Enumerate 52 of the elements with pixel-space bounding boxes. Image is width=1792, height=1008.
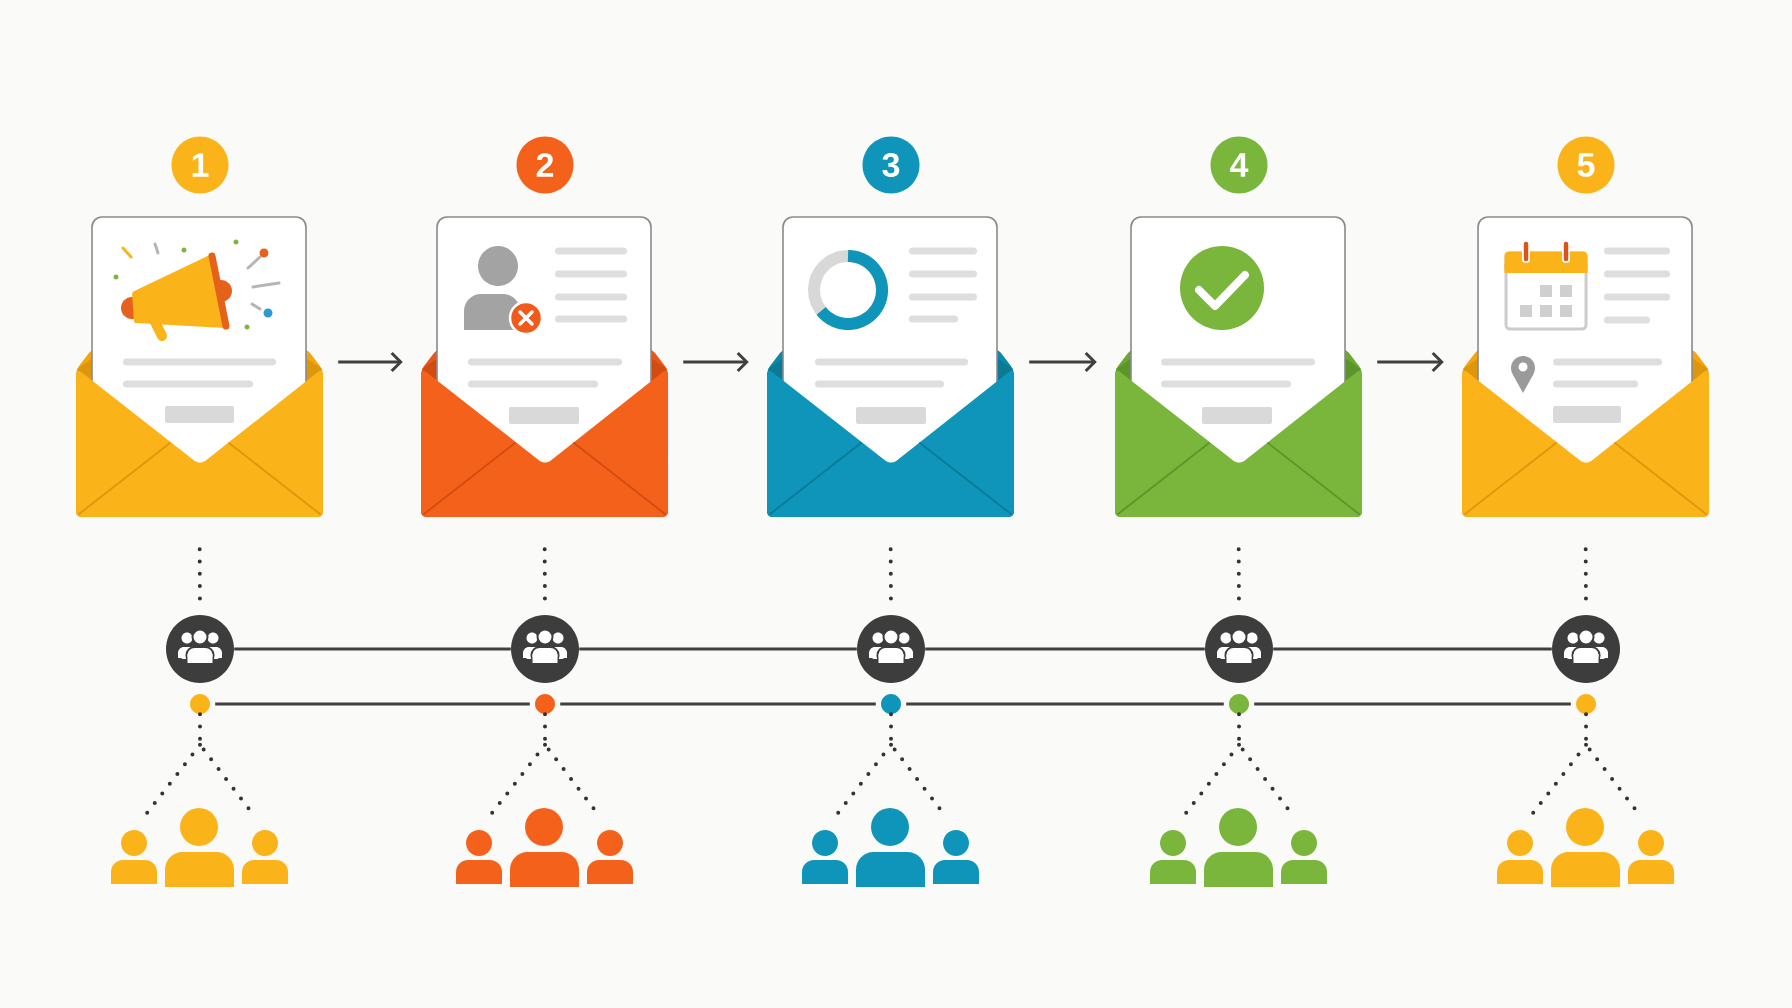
number-badge: 4 bbox=[1210, 136, 1268, 194]
envelope-illustration bbox=[767, 216, 1014, 517]
connector-line bbox=[1273, 647, 1552, 651]
arrow bbox=[1377, 351, 1444, 373]
person-icon bbox=[1628, 830, 1674, 884]
connector-line bbox=[234, 647, 511, 651]
person-icon bbox=[933, 830, 979, 884]
person-icon bbox=[111, 830, 157, 884]
person-icon bbox=[587, 830, 633, 884]
person-icon bbox=[1150, 830, 1196, 884]
person-icon bbox=[1281, 830, 1327, 884]
arrow bbox=[1029, 351, 1097, 373]
person-icon bbox=[510, 808, 579, 887]
connector-line bbox=[215, 702, 530, 706]
dotted-line bbox=[888, 547, 893, 603]
number-badge: 2 bbox=[516, 136, 574, 194]
group-badge bbox=[1205, 615, 1273, 683]
arrow bbox=[338, 351, 403, 373]
envelope-illustration bbox=[421, 216, 668, 517]
timeline-dot bbox=[535, 694, 555, 714]
connector-line bbox=[925, 647, 1205, 651]
dotted-line bbox=[1583, 547, 1588, 603]
dotted-line bbox=[1236, 547, 1241, 603]
number-badge: 5 bbox=[1557, 136, 1615, 194]
dotted-line bbox=[197, 547, 202, 603]
timeline-dot bbox=[1576, 694, 1596, 714]
connector-line bbox=[1254, 702, 1571, 706]
group-badge bbox=[1552, 615, 1620, 683]
person-icon bbox=[856, 808, 925, 887]
person-icon bbox=[1551, 808, 1620, 887]
timeline-dot bbox=[1229, 694, 1249, 714]
timeline-dot bbox=[190, 694, 210, 714]
dotted-line bbox=[542, 547, 547, 603]
group-badge bbox=[511, 615, 579, 683]
timeline-dot bbox=[881, 694, 901, 714]
number-badge: 1 bbox=[171, 136, 229, 194]
number-badge: 3 bbox=[862, 136, 920, 194]
arrow bbox=[683, 351, 749, 373]
person-icon bbox=[1204, 808, 1273, 887]
connector-line bbox=[579, 647, 857, 651]
person-icon bbox=[1497, 830, 1543, 884]
connector-line bbox=[560, 702, 876, 706]
person-icon bbox=[165, 808, 234, 887]
envelope-illustration bbox=[1115, 216, 1362, 517]
envelope-illustration bbox=[76, 216, 323, 517]
connector-line bbox=[906, 702, 1224, 706]
group-badge bbox=[166, 615, 234, 683]
group-badge bbox=[857, 615, 925, 683]
person-icon bbox=[242, 830, 288, 884]
person-icon bbox=[802, 830, 848, 884]
person-icon bbox=[456, 830, 502, 884]
envelope-illustration bbox=[1462, 216, 1709, 517]
